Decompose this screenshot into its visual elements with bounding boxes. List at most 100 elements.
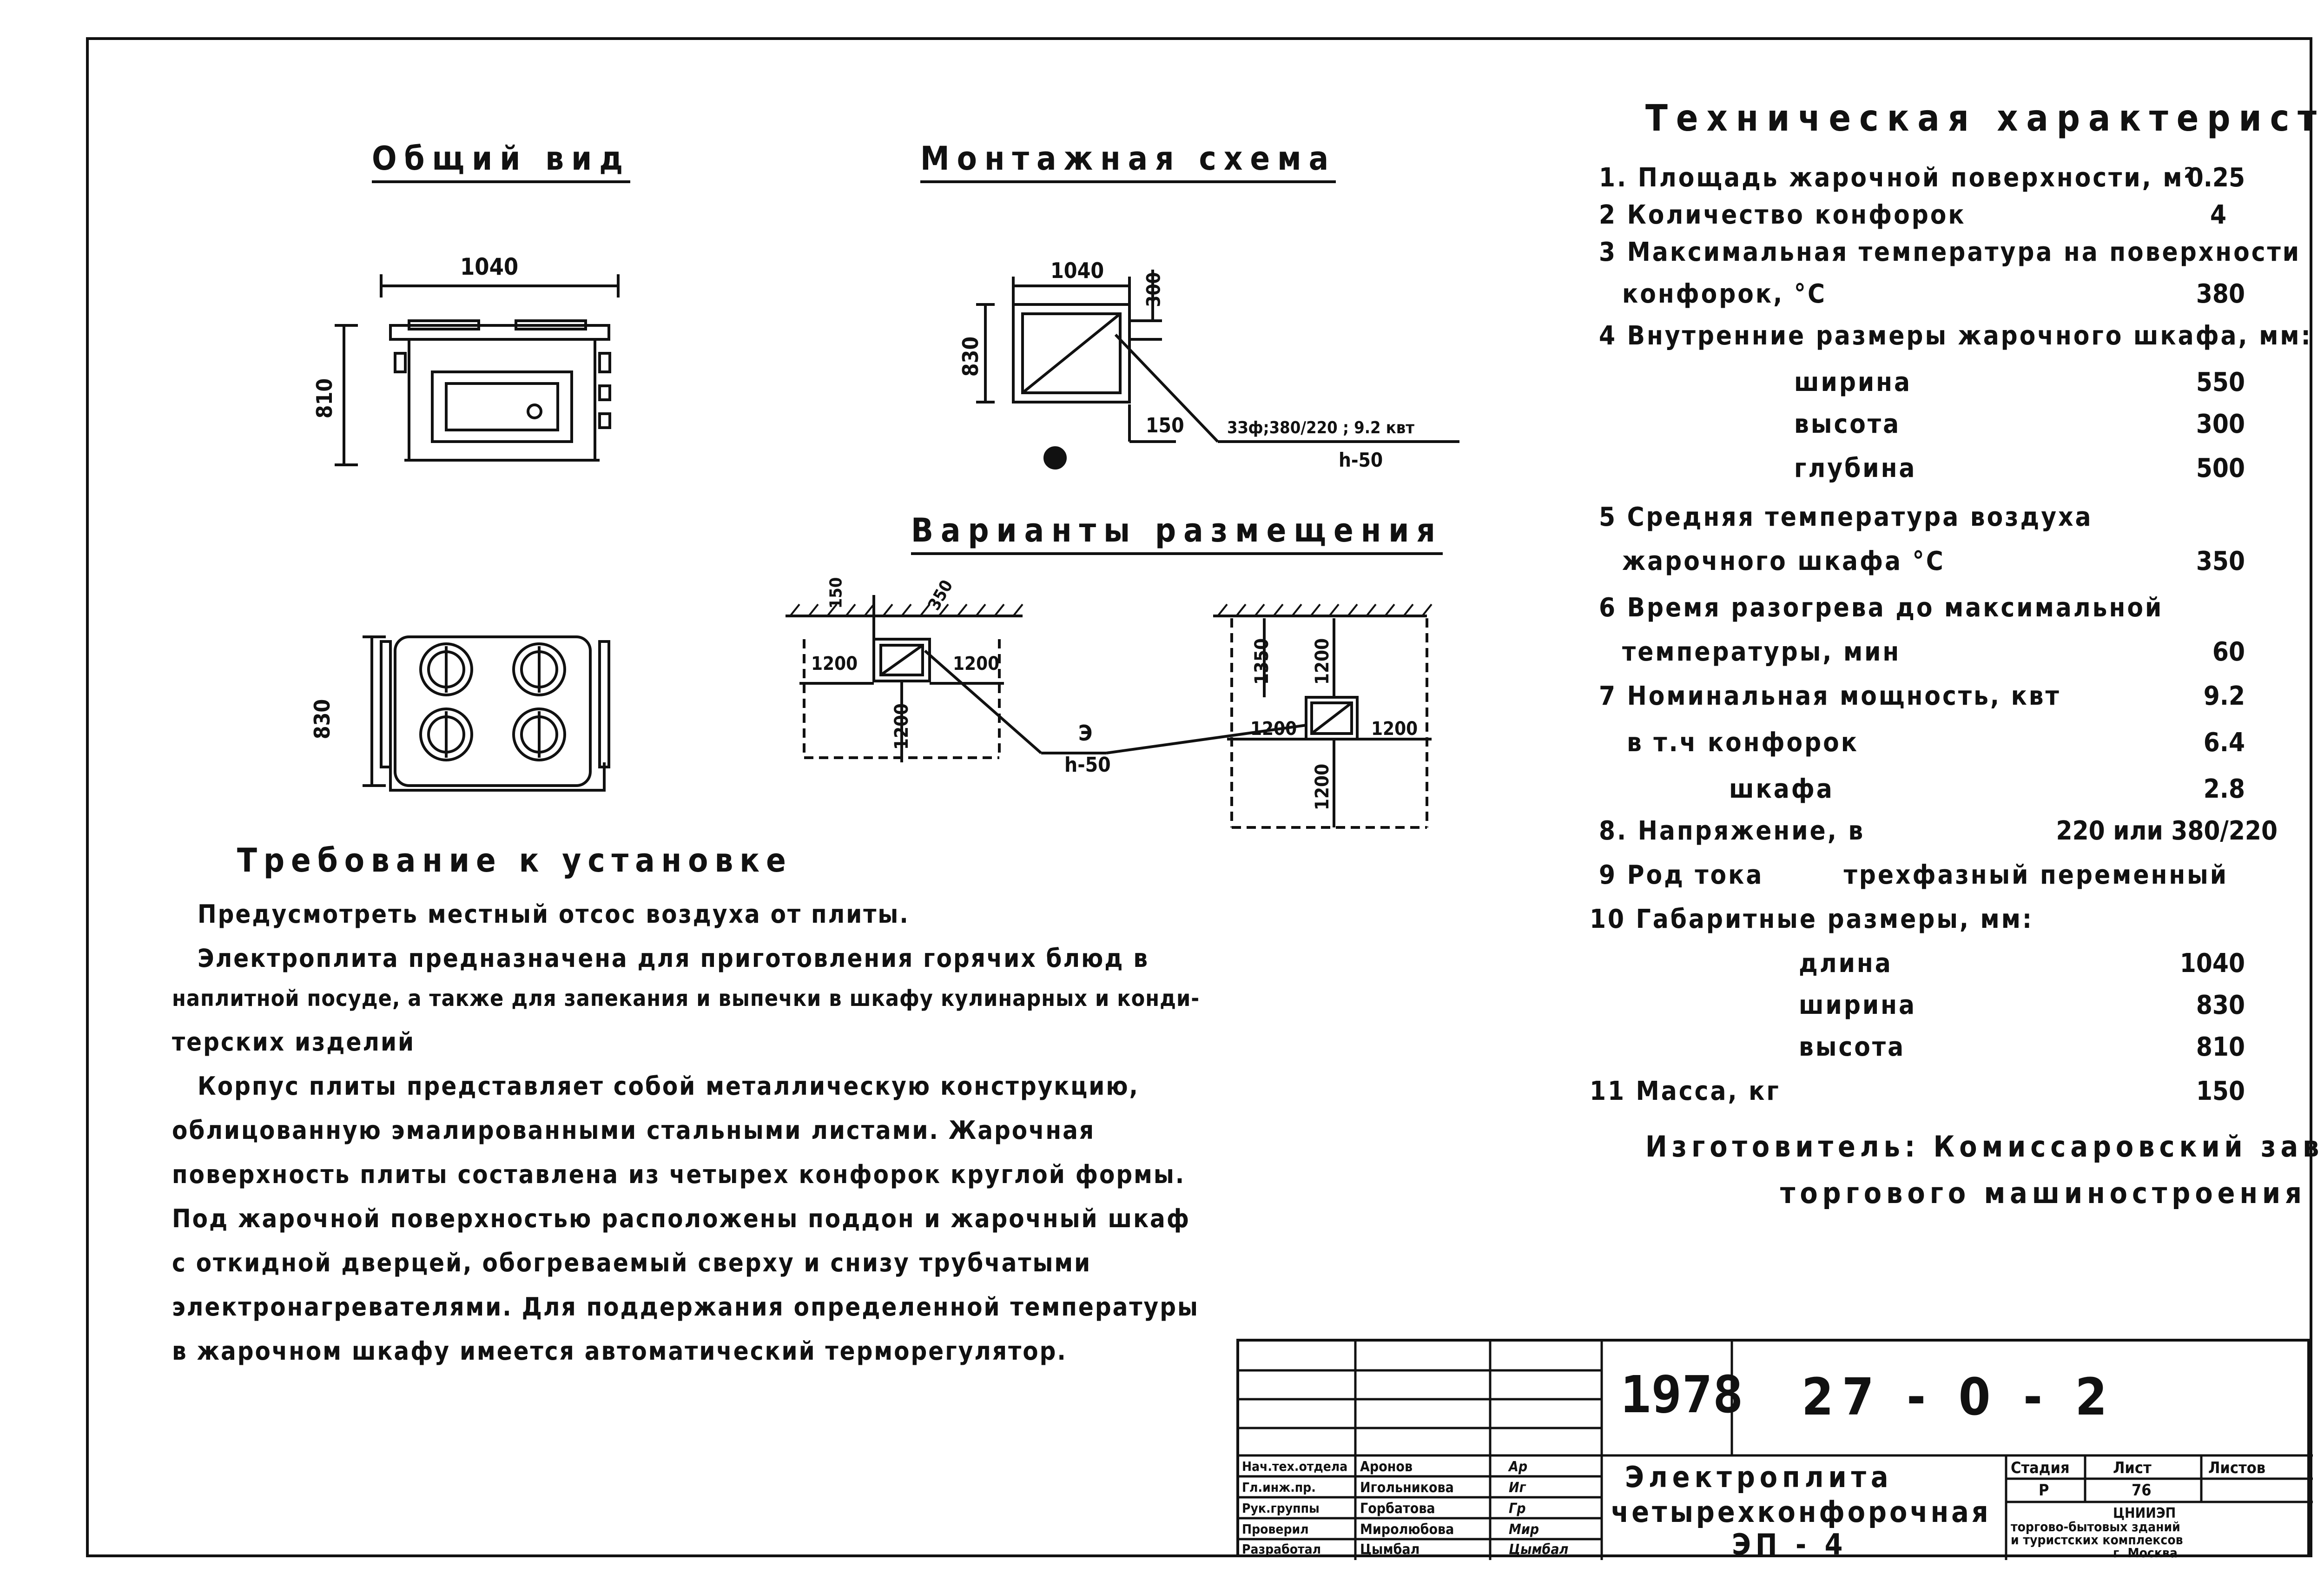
stamp-signature: Ар xyxy=(1509,1459,1528,1475)
spec-label: ширина xyxy=(1794,367,1912,397)
stamp-role: Рук.группы xyxy=(1242,1501,1320,1516)
req-line: в жарочном шкафу имеется автоматический … xyxy=(172,1336,1067,1366)
stamp-stage: Р xyxy=(2039,1481,2049,1500)
manufacturer-line-2: торгового машиностроения xyxy=(1780,1176,2306,1210)
req-line: с откидной дверцей, обогреваемый сверху … xyxy=(172,1248,1092,1277)
stove-front-view xyxy=(335,274,620,466)
dim-plan-depth: 830 xyxy=(310,699,335,740)
spec-value: 60 xyxy=(2212,637,2245,667)
dim-pv-1200-b: 1200 xyxy=(891,703,913,750)
tech-spec-heading: Техническая характеристика xyxy=(1645,98,2324,139)
spec-value: 350 xyxy=(2196,546,2245,576)
spec-value: 810 xyxy=(2196,1032,2245,1062)
dim-ms-length: 1040 xyxy=(1050,258,1104,283)
dim-ms-150: 150 xyxy=(1146,414,1184,437)
stamp-title-1: Электроплита xyxy=(1625,1460,1893,1494)
spec-value: 9.2 xyxy=(2203,681,2245,711)
stamp-title-2: четырехконфорочная xyxy=(1611,1495,1991,1529)
spec-label: 9 Род тока трехфазный переменный xyxy=(1599,860,2229,890)
spec-label: высота xyxy=(1794,409,1901,439)
stamp-role: Нач.тех.отдела xyxy=(1242,1459,1348,1474)
stamp-sheet: 76 xyxy=(2132,1481,2152,1500)
dim-ms-h: h-50 xyxy=(1339,449,1383,471)
spec-label: шкафа xyxy=(1729,774,1834,804)
stamp-signature: Гр xyxy=(1509,1501,1526,1517)
spec-label: 4 Внутренние размеры жарочного шкафа, мм… xyxy=(1599,321,2312,351)
stamp-signature: Цымбал xyxy=(1509,1541,1569,1558)
dim-pv-1200-l: 1200 xyxy=(811,653,858,674)
stamp-year: 1978 xyxy=(1620,1365,1743,1424)
installation-heading: Требование к установке xyxy=(237,841,792,879)
req-line: Корпус плиты представляет собой металлич… xyxy=(198,1071,1140,1101)
stamp-role: Разработал xyxy=(1242,1541,1321,1557)
stamp-name: Горбатова xyxy=(1360,1501,1435,1517)
spec-label: 2 Количество конфорок xyxy=(1599,200,1966,230)
stamp-stage-header: Стадия xyxy=(2011,1459,2070,1477)
spec-value: 150 xyxy=(2196,1076,2245,1106)
title-block: 1978 27 - 0 - 2 Электроплита четырехконф… xyxy=(1236,1339,2313,1561)
spec-label: 1. Площадь жарочной поверхности, м² xyxy=(1599,163,2196,193)
dim-pv-1200-r2: 1200 xyxy=(1371,718,1418,740)
mounting-scheme-drawing xyxy=(976,270,1459,469)
spec-value: 500 xyxy=(2196,453,2245,483)
spec-label: конфорок, °С xyxy=(1622,279,1827,309)
dim-pv-e: Э xyxy=(1078,721,1093,746)
spec-value: 0.25 xyxy=(2187,163,2245,193)
spec-label: 3 Максимальная температура на поверхност… xyxy=(1599,237,2301,267)
spec-value: 6.4 xyxy=(2203,727,2245,758)
mounting-scheme-heading: Монтажная схема xyxy=(920,139,1336,183)
spec-value: 4 xyxy=(2210,200,2226,230)
spec-label: ширина xyxy=(1799,990,1916,1020)
placement-variant-2 xyxy=(1213,603,1433,829)
spec-label: 6 Время разогрева до максимальной xyxy=(1599,593,2164,623)
stamp-code: 27 - 0 - 2 xyxy=(1802,1367,2116,1427)
stamp-signature: Мир xyxy=(1509,1521,1539,1538)
req-line: Предусмотреть местный отсос воздуха от п… xyxy=(198,899,910,929)
dim-pv-1200-r: 1200 xyxy=(953,653,1000,674)
drawing-frame xyxy=(86,37,2312,1557)
dim-top-length: 1040 xyxy=(460,253,519,280)
stamp-signature: Иг xyxy=(1509,1480,1526,1496)
dim-ms-offset: 300 xyxy=(1143,272,1165,307)
spec-value: 380 xyxy=(2196,279,2245,309)
dim-pv-h: h-50 xyxy=(1064,753,1111,777)
spec-label: высота xyxy=(1799,1032,1906,1062)
stamp-org-2: торгово-бытовых зданий xyxy=(2011,1519,2180,1534)
spec-label: 10 Габаритные размеры, мм: xyxy=(1590,904,2034,934)
dim-pv-1350: 1350 xyxy=(1251,638,1273,685)
req-line: Электроплита предназначена для приготовл… xyxy=(198,944,1149,973)
stamp-org-3: и туристских комплексов xyxy=(2011,1532,2183,1547)
stove-top-view xyxy=(363,635,610,792)
stamp-org-4: г. Москва xyxy=(2113,1545,2178,1561)
spec-value: 550 xyxy=(2196,367,2245,397)
spec-value: 220 или 380/220 xyxy=(2056,816,2278,846)
dim-front-height: 810 xyxy=(312,378,337,419)
spec-label: 5 Средняя температура воздуха xyxy=(1599,502,2093,532)
stamp-sheet-header: Лист xyxy=(2113,1459,2152,1477)
spec-value: 300 xyxy=(2196,409,2245,439)
stamp-name: Игольникова xyxy=(1360,1480,1454,1496)
stamp-sheets-header: Листов xyxy=(2208,1459,2266,1477)
dim-ms-depth: 830 xyxy=(958,336,984,377)
spec-value: 830 xyxy=(2196,990,2245,1020)
manufacturer-line-1: Изготовитель: Комиссаровский завод xyxy=(1645,1130,2324,1164)
spec-label: жарочного шкафа °С xyxy=(1622,546,1945,576)
title-block-grid xyxy=(1239,1342,2313,1560)
req-line: облицованную эмалированными стальными ли… xyxy=(172,1116,1096,1145)
stamp-title-3: ЭП - 4 xyxy=(1732,1527,1848,1561)
stamp-org-1: ЦНИИЭП xyxy=(2113,1505,2176,1521)
spec-label: 11 Масса, кг xyxy=(1590,1076,1781,1106)
placement-variants-heading: Варианты размещения xyxy=(911,511,1443,555)
req-line: поверхность плиты составлена из четырех … xyxy=(172,1160,1186,1189)
spec-value: 1040 xyxy=(2179,948,2245,979)
spec-label: в т.ч конфорок xyxy=(1627,727,1859,758)
placement-variant-1 xyxy=(786,595,1307,762)
dim-pv-1200-l2: 1200 xyxy=(1250,718,1297,740)
dim-pv-1200-t2: 1200 xyxy=(1312,638,1334,685)
dim-pv-150: 150 xyxy=(826,577,846,609)
stamp-role: Проверил xyxy=(1242,1521,1309,1537)
spec-label: температуры, мин xyxy=(1622,637,1901,667)
stamp-name: Цымбал xyxy=(1360,1541,1420,1558)
dim-ms-power: 3Зф;380/220 ; 9.2 квт xyxy=(1227,418,1415,437)
